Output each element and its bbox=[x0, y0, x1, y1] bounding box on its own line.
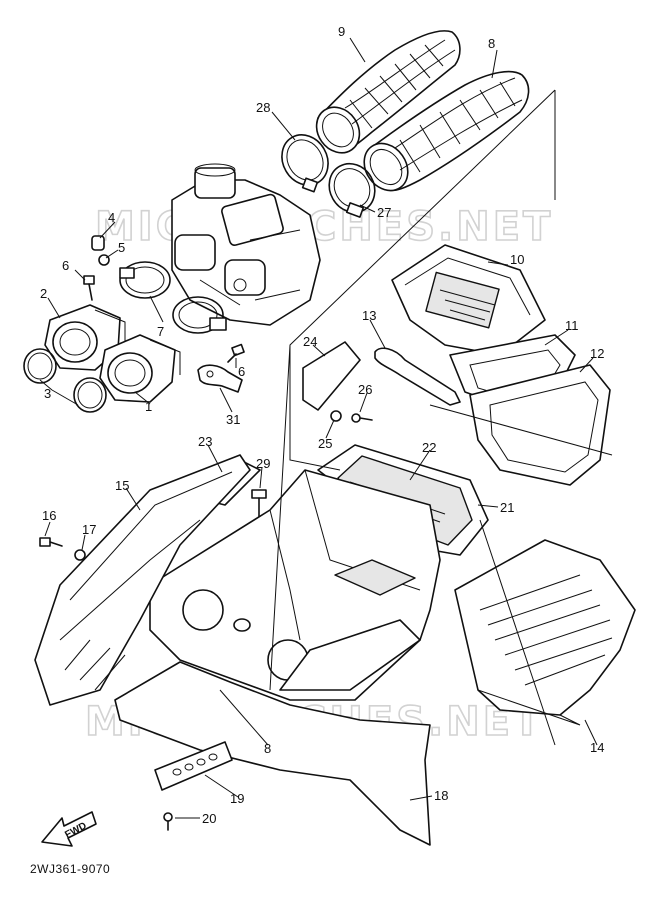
leader-lines bbox=[39, 37, 598, 819]
part-1-intake-joint bbox=[100, 335, 180, 402]
callout-22: 21 bbox=[500, 500, 514, 515]
part-13-filter-gasket bbox=[470, 365, 610, 485]
callout-28: 27 bbox=[377, 205, 391, 220]
callout-9: 8 bbox=[488, 36, 495, 51]
part-10-intake-hose bbox=[308, 31, 460, 161]
part-29-hose-clamp bbox=[273, 126, 337, 193]
part-16-side-cover bbox=[35, 455, 250, 705]
forward-direction-arrow: FWD bbox=[41, 811, 97, 847]
callout-24: 23 bbox=[198, 434, 212, 449]
fwd-label: FWD bbox=[63, 820, 88, 840]
callout-29: 28 bbox=[256, 100, 270, 115]
callout-20: 19 bbox=[230, 791, 244, 806]
part-9-intake-hose bbox=[355, 72, 528, 199]
callout-4: 4 bbox=[108, 210, 115, 225]
callout-5: 5 bbox=[118, 240, 125, 255]
callout-16: 15 bbox=[115, 478, 129, 493]
callout-14: 13 bbox=[362, 308, 376, 323]
part-25-pad bbox=[303, 342, 360, 410]
part-15-air-box-cover bbox=[455, 540, 635, 725]
part-26-grommet bbox=[331, 411, 341, 421]
part-7-clamp bbox=[120, 262, 226, 333]
callout-labels: 9 8 28 27 4 5 6 2 3 1 7 6 31 10 11 12 13… bbox=[40, 24, 604, 826]
part-18-grommet bbox=[75, 550, 85, 560]
part-6-screw bbox=[84, 276, 244, 362]
part-4-cap bbox=[92, 236, 104, 250]
callout-18: 17 bbox=[82, 522, 96, 537]
callout-7: 7 bbox=[157, 324, 164, 339]
part-11-filter-element bbox=[392, 245, 545, 355]
callout-11: 10 bbox=[510, 252, 524, 267]
diagram-code: 2WJ361-9070 bbox=[30, 862, 111, 876]
callout-8: 8 bbox=[264, 741, 271, 756]
callout-27: 26 bbox=[358, 382, 372, 397]
part-28-hose-clamp bbox=[320, 155, 383, 220]
callout-19: 18 bbox=[434, 788, 448, 803]
callout-31: 31 bbox=[226, 412, 240, 427]
callout-26: 25 bbox=[318, 436, 332, 451]
callout-1: 1 bbox=[145, 399, 152, 414]
part-17-bolt bbox=[40, 538, 62, 546]
callout-12: 11 bbox=[565, 318, 579, 333]
part-27-screw bbox=[352, 414, 372, 422]
callout-3: 3 bbox=[44, 386, 51, 401]
callout-23: 22 bbox=[422, 440, 436, 455]
callout-6-lower: 6 bbox=[238, 364, 245, 379]
carburetor-assembly bbox=[172, 164, 320, 325]
callout-2: 2 bbox=[40, 286, 47, 301]
callout-30: 29 bbox=[256, 456, 270, 471]
part-20-plate bbox=[155, 742, 232, 790]
callout-17: 16 bbox=[42, 508, 56, 523]
part-2-intake-joint bbox=[45, 305, 125, 370]
callout-10: 9 bbox=[338, 24, 345, 39]
callout-25: 24 bbox=[303, 334, 317, 349]
callout-13: 12 bbox=[590, 346, 604, 361]
callout-6-upper: 6 bbox=[62, 258, 69, 273]
part-3-o-ring bbox=[24, 349, 106, 412]
callout-21: 20 bbox=[202, 811, 216, 826]
part-31-bracket bbox=[198, 365, 242, 392]
watermark-top: MICROFICHES.NET bbox=[95, 204, 553, 250]
part-21-screw bbox=[164, 813, 172, 830]
callout-15: 14 bbox=[590, 740, 604, 755]
part-14-strap bbox=[375, 348, 460, 405]
part-8-air-box bbox=[150, 470, 440, 700]
assembly-outline bbox=[269, 89, 613, 746]
